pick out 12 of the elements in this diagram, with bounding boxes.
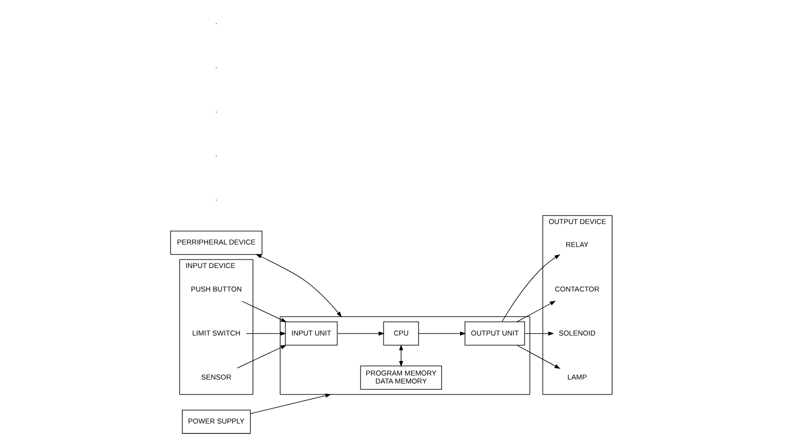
arrow bbox=[255, 254, 342, 318]
arrow bbox=[418, 331, 466, 336]
arrow bbox=[241, 300, 286, 322]
arrow bbox=[516, 300, 556, 322]
arrow bbox=[516, 344, 560, 369]
arrow bbox=[236, 344, 286, 368]
arrow bbox=[524, 331, 554, 336]
arrow bbox=[501, 254, 560, 322]
arrow bbox=[250, 394, 331, 414]
arrow bbox=[246, 331, 286, 336]
arrow bbox=[398, 344, 403, 367]
arrow bbox=[336, 331, 384, 336]
